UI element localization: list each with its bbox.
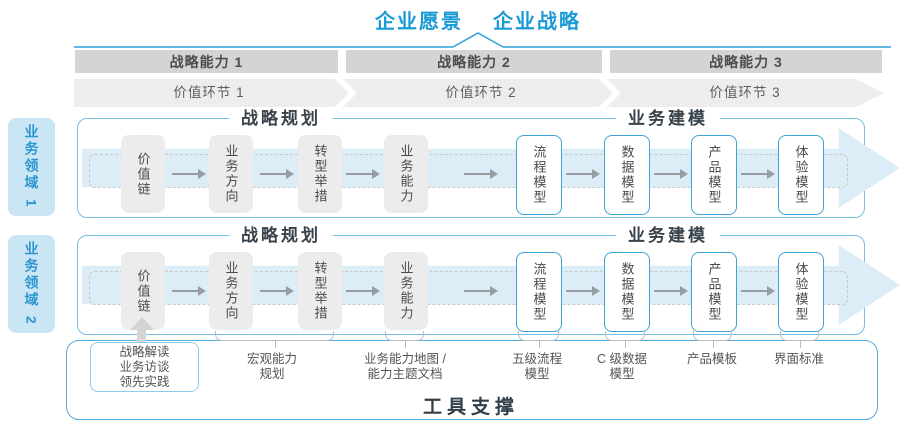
box-data-model: 数据模型: [604, 252, 650, 332]
box-process-model: 流程模型: [516, 252, 562, 332]
note-line: 宏观能力: [246, 352, 298, 366]
dashed-track: [89, 154, 848, 188]
note-capability-map: 业务能力地图 / 能力主题文档: [364, 352, 446, 382]
note-line: 界面标准: [773, 352, 825, 366]
box-data-model: 数据模型: [604, 135, 650, 215]
box-business-direction: 业务方向: [209, 135, 253, 213]
note-l5-process-model: 五级流程 模型: [512, 352, 562, 382]
vision-title: 企业愿景: [375, 11, 463, 33]
step-arrow-icon: [654, 286, 688, 296]
step-arrow-icon: [566, 169, 600, 179]
modeling-header: 业务建模: [616, 108, 720, 129]
planning-header: 战略规划: [229, 225, 333, 246]
brace-icon: [385, 331, 424, 348]
page-title: 企业愿景 企业战略: [375, 5, 581, 34]
strategic-capability-label: 战略能力 3: [709, 53, 783, 70]
step-arrow-icon: [566, 286, 600, 296]
value-link-label-1: 价值环节 1: [173, 85, 245, 100]
step-arrow-icon: [260, 286, 294, 296]
brace-icon: [693, 331, 732, 348]
note-line: 五级流程: [511, 352, 563, 366]
step-arrow-icon: [741, 169, 775, 179]
divider-line-with-caret: [74, 32, 891, 48]
strategy-title: 企业战略: [493, 11, 581, 33]
note-ui-standard: 界面标准: [774, 352, 824, 367]
brace-icon: [605, 331, 645, 348]
brace-icon: [518, 331, 559, 348]
box-business-direction: 业务方向: [209, 252, 253, 330]
business-domain-tag-2: 业务领域 2: [8, 235, 55, 333]
planning-header: 战略规划: [229, 108, 333, 129]
value-link-label-2: 价值环节 2: [445, 85, 517, 100]
dashed-track: [89, 271, 848, 305]
box-product-model: 产品模型: [691, 252, 737, 332]
step-arrow-icon: [464, 286, 498, 296]
business-domain-tag-1: 业务领域 1: [8, 118, 55, 216]
inputs-line-2: 业务访谈: [119, 359, 170, 374]
strategic-capability-bar-1: 战略能力 1: [75, 50, 338, 73]
step-arrow-icon: [172, 286, 206, 296]
note-line: 模型: [524, 367, 550, 381]
box-process-model: 流程模型: [516, 135, 562, 215]
note-product-template: 产品模板: [687, 352, 737, 367]
box-experience-model: 体验模型: [778, 252, 824, 332]
note-line: C 级数据: [596, 352, 648, 366]
step-arrow-icon: [654, 169, 688, 179]
tool-support-container: [66, 340, 878, 420]
box-value-chain: 价值链: [121, 135, 165, 213]
inputs-line-3: 领先实践: [119, 374, 170, 389]
step-arrow-icon: [464, 169, 498, 179]
box-experience-model: 体验模型: [778, 135, 824, 215]
tool-support-label: 工具支撑: [422, 397, 519, 418]
step-arrow-icon: [172, 169, 206, 179]
box-product-model: 产品模型: [691, 135, 737, 215]
up-arrow-shaft: [137, 329, 146, 343]
strategic-capability-bar-3: 战略能力 3: [610, 50, 882, 73]
note-macro-capability: 宏观能力 规划: [247, 352, 297, 382]
step-arrow-icon: [346, 286, 380, 296]
brace-icon: [780, 331, 819, 348]
domain1-panel: 价值链 业务方向 转型举措 业务能力 流程模型 数据模型 产品模型 体验模型 战…: [77, 108, 900, 218]
strategy-inputs-box: 战略解读 业务访谈 领先实践: [90, 342, 199, 392]
box-transform-initiative: 转型举措: [298, 135, 342, 213]
domain2-panel: 价值链 业务方向 转型举措 业务能力 流程模型 数据模型 产品模型 体验模型 战…: [77, 225, 900, 335]
strategic-capability-label: 战略能力 1: [169, 53, 244, 70]
strategic-capability-bar-2: 战略能力 2: [346, 50, 602, 73]
box-transform-initiative: 转型举措: [298, 252, 342, 330]
step-arrow-icon: [260, 169, 294, 179]
note-c-data-model: C 级数据 模型: [597, 352, 647, 382]
value-chain-chevron-band: [74, 79, 884, 107]
box-business-capability: 业务能力: [384, 135, 428, 213]
step-arrow-icon: [741, 286, 775, 296]
note-line: 规划: [259, 367, 285, 381]
note-line: 产品模板: [686, 352, 738, 366]
inputs-line-1: 战略解读: [119, 344, 170, 359]
strategic-capability-label: 战略能力 2: [437, 53, 511, 70]
step-arrow-icon: [346, 169, 380, 179]
value-link-label-3: 价值环节 3: [709, 85, 781, 100]
brace-icon: [215, 331, 334, 348]
box-business-capability: 业务能力: [384, 252, 428, 330]
up-arrow-icon: [130, 317, 154, 330]
note-line: 业务能力地图 /: [364, 352, 446, 366]
note-line: 模型: [609, 367, 635, 381]
modeling-header: 业务建模: [616, 225, 720, 246]
note-line: 能力主题文档: [367, 367, 443, 381]
